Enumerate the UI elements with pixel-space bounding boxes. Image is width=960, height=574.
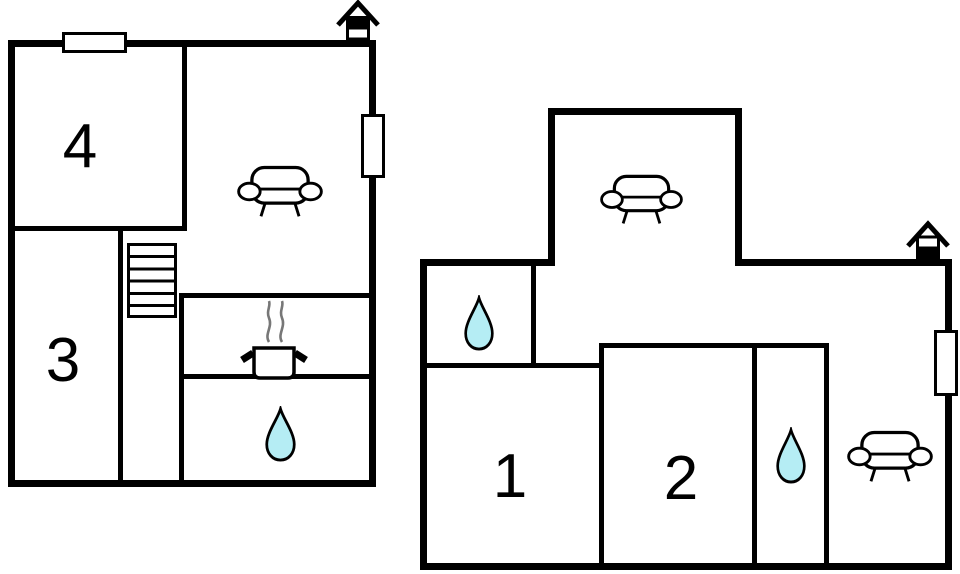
wall — [427, 363, 604, 368]
wall — [599, 343, 829, 348]
wall — [735, 259, 952, 266]
steam-line — [279, 300, 285, 343]
water-drop-icon — [265, 406, 296, 462]
room-label-4: 4 — [62, 112, 98, 181]
wall — [599, 343, 604, 563]
room-label-1: 1 — [492, 442, 528, 511]
window-icon — [934, 330, 958, 396]
stairs-icon — [127, 243, 177, 318]
sofa-icon — [600, 174, 683, 224]
wall — [420, 259, 427, 570]
wall — [420, 563, 952, 570]
window-icon — [361, 114, 385, 178]
window-icon — [62, 32, 127, 53]
wall — [179, 293, 369, 298]
stove-pot-icon — [240, 300, 308, 380]
chimney-icon — [906, 220, 950, 262]
room-label-2: 2 — [663, 444, 699, 513]
wall — [8, 40, 376, 47]
wall — [945, 259, 952, 570]
sofa-icon — [237, 165, 323, 217]
wall — [548, 108, 555, 266]
wall — [752, 343, 757, 563]
sofa-icon — [847, 430, 933, 482]
wall — [824, 343, 829, 563]
chimney-icon — [336, 0, 380, 41]
wall — [8, 40, 15, 487]
wall — [369, 40, 376, 487]
wall — [15, 226, 187, 231]
wall — [8, 480, 376, 487]
water-drop-icon — [464, 295, 494, 351]
room-label-3: 3 — [45, 326, 81, 395]
wall — [531, 266, 536, 366]
wall — [182, 47, 187, 231]
wall — [548, 108, 742, 115]
wall — [735, 108, 742, 266]
wall — [420, 259, 555, 266]
wall — [179, 293, 184, 480]
wall — [118, 228, 123, 480]
water-drop-icon — [776, 427, 806, 484]
steam-line — [266, 300, 272, 343]
